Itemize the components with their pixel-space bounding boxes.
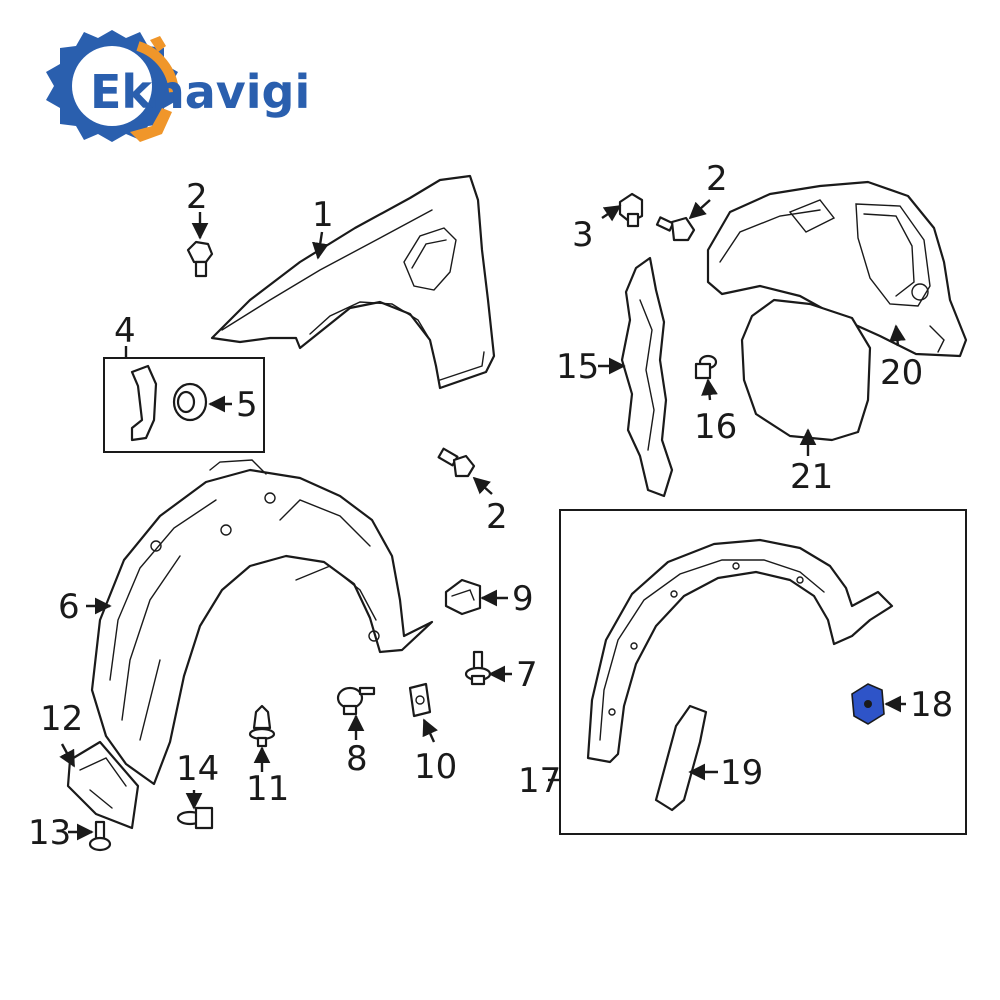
brand-name: Eknavigi — [90, 65, 310, 119]
wheel-arch-moulding — [586, 538, 894, 764]
wheel-liner-6 — [90, 459, 434, 786]
nut-10 — [408, 682, 432, 718]
bolt-2-right — [655, 216, 696, 242]
callout-18: 18 — [910, 685, 953, 725]
callout-20: 20 — [880, 353, 923, 393]
clip-9 — [444, 578, 482, 616]
callout-10: 10 — [414, 747, 457, 787]
moulding-strip-19 — [654, 704, 708, 812]
spacer-5 — [172, 382, 208, 422]
callout-3: 3 — [572, 215, 594, 255]
callout-21: 21 — [790, 457, 833, 497]
bolt-2-left — [186, 240, 214, 278]
callout-7: 7 — [516, 655, 538, 695]
part-4-frame — [103, 357, 265, 453]
bracket-4 — [130, 364, 158, 442]
callout-4: 4 — [114, 311, 136, 351]
screw-13 — [88, 820, 112, 852]
fender-part — [210, 174, 496, 390]
fuel-door-21 — [740, 298, 872, 442]
callout-2-left: 2 — [186, 177, 208, 217]
callout-11: 11 — [246, 769, 289, 809]
callout-2-right: 2 — [706, 159, 728, 199]
fuel-filler-housing-20 — [706, 180, 968, 358]
callout-9: 9 — [512, 579, 534, 619]
callout-15: 15 — [556, 347, 599, 387]
clip-3 — [618, 192, 644, 228]
callout-12: 12 — [40, 699, 83, 739]
callout-5: 5 — [236, 385, 258, 425]
callout-16: 16 — [694, 407, 737, 447]
bolt-8 — [336, 686, 376, 716]
callout-17: 17 — [518, 761, 561, 801]
splash-guard-12 — [66, 740, 140, 830]
bolt-2-middle — [437, 447, 476, 478]
part-17-frame — [559, 509, 967, 835]
callout-2-middle: 2 — [486, 497, 508, 537]
clip-18-highlighted — [851, 683, 885, 725]
callout-13: 13 — [28, 813, 71, 853]
callout-19: 19 — [720, 753, 763, 793]
callout-8: 8 — [346, 739, 368, 779]
bracket-15 — [620, 256, 674, 498]
screw-7 — [464, 650, 492, 686]
callout-1: 1 — [312, 195, 334, 235]
callout-6: 6 — [58, 587, 80, 627]
brand-logo: Eknavigi — [46, 30, 310, 142]
gear-icon — [46, 30, 179, 142]
rivet-14 — [176, 806, 214, 830]
screw-16 — [694, 354, 718, 380]
pushpin-11 — [248, 704, 276, 748]
callout-14: 14 — [176, 749, 219, 789]
